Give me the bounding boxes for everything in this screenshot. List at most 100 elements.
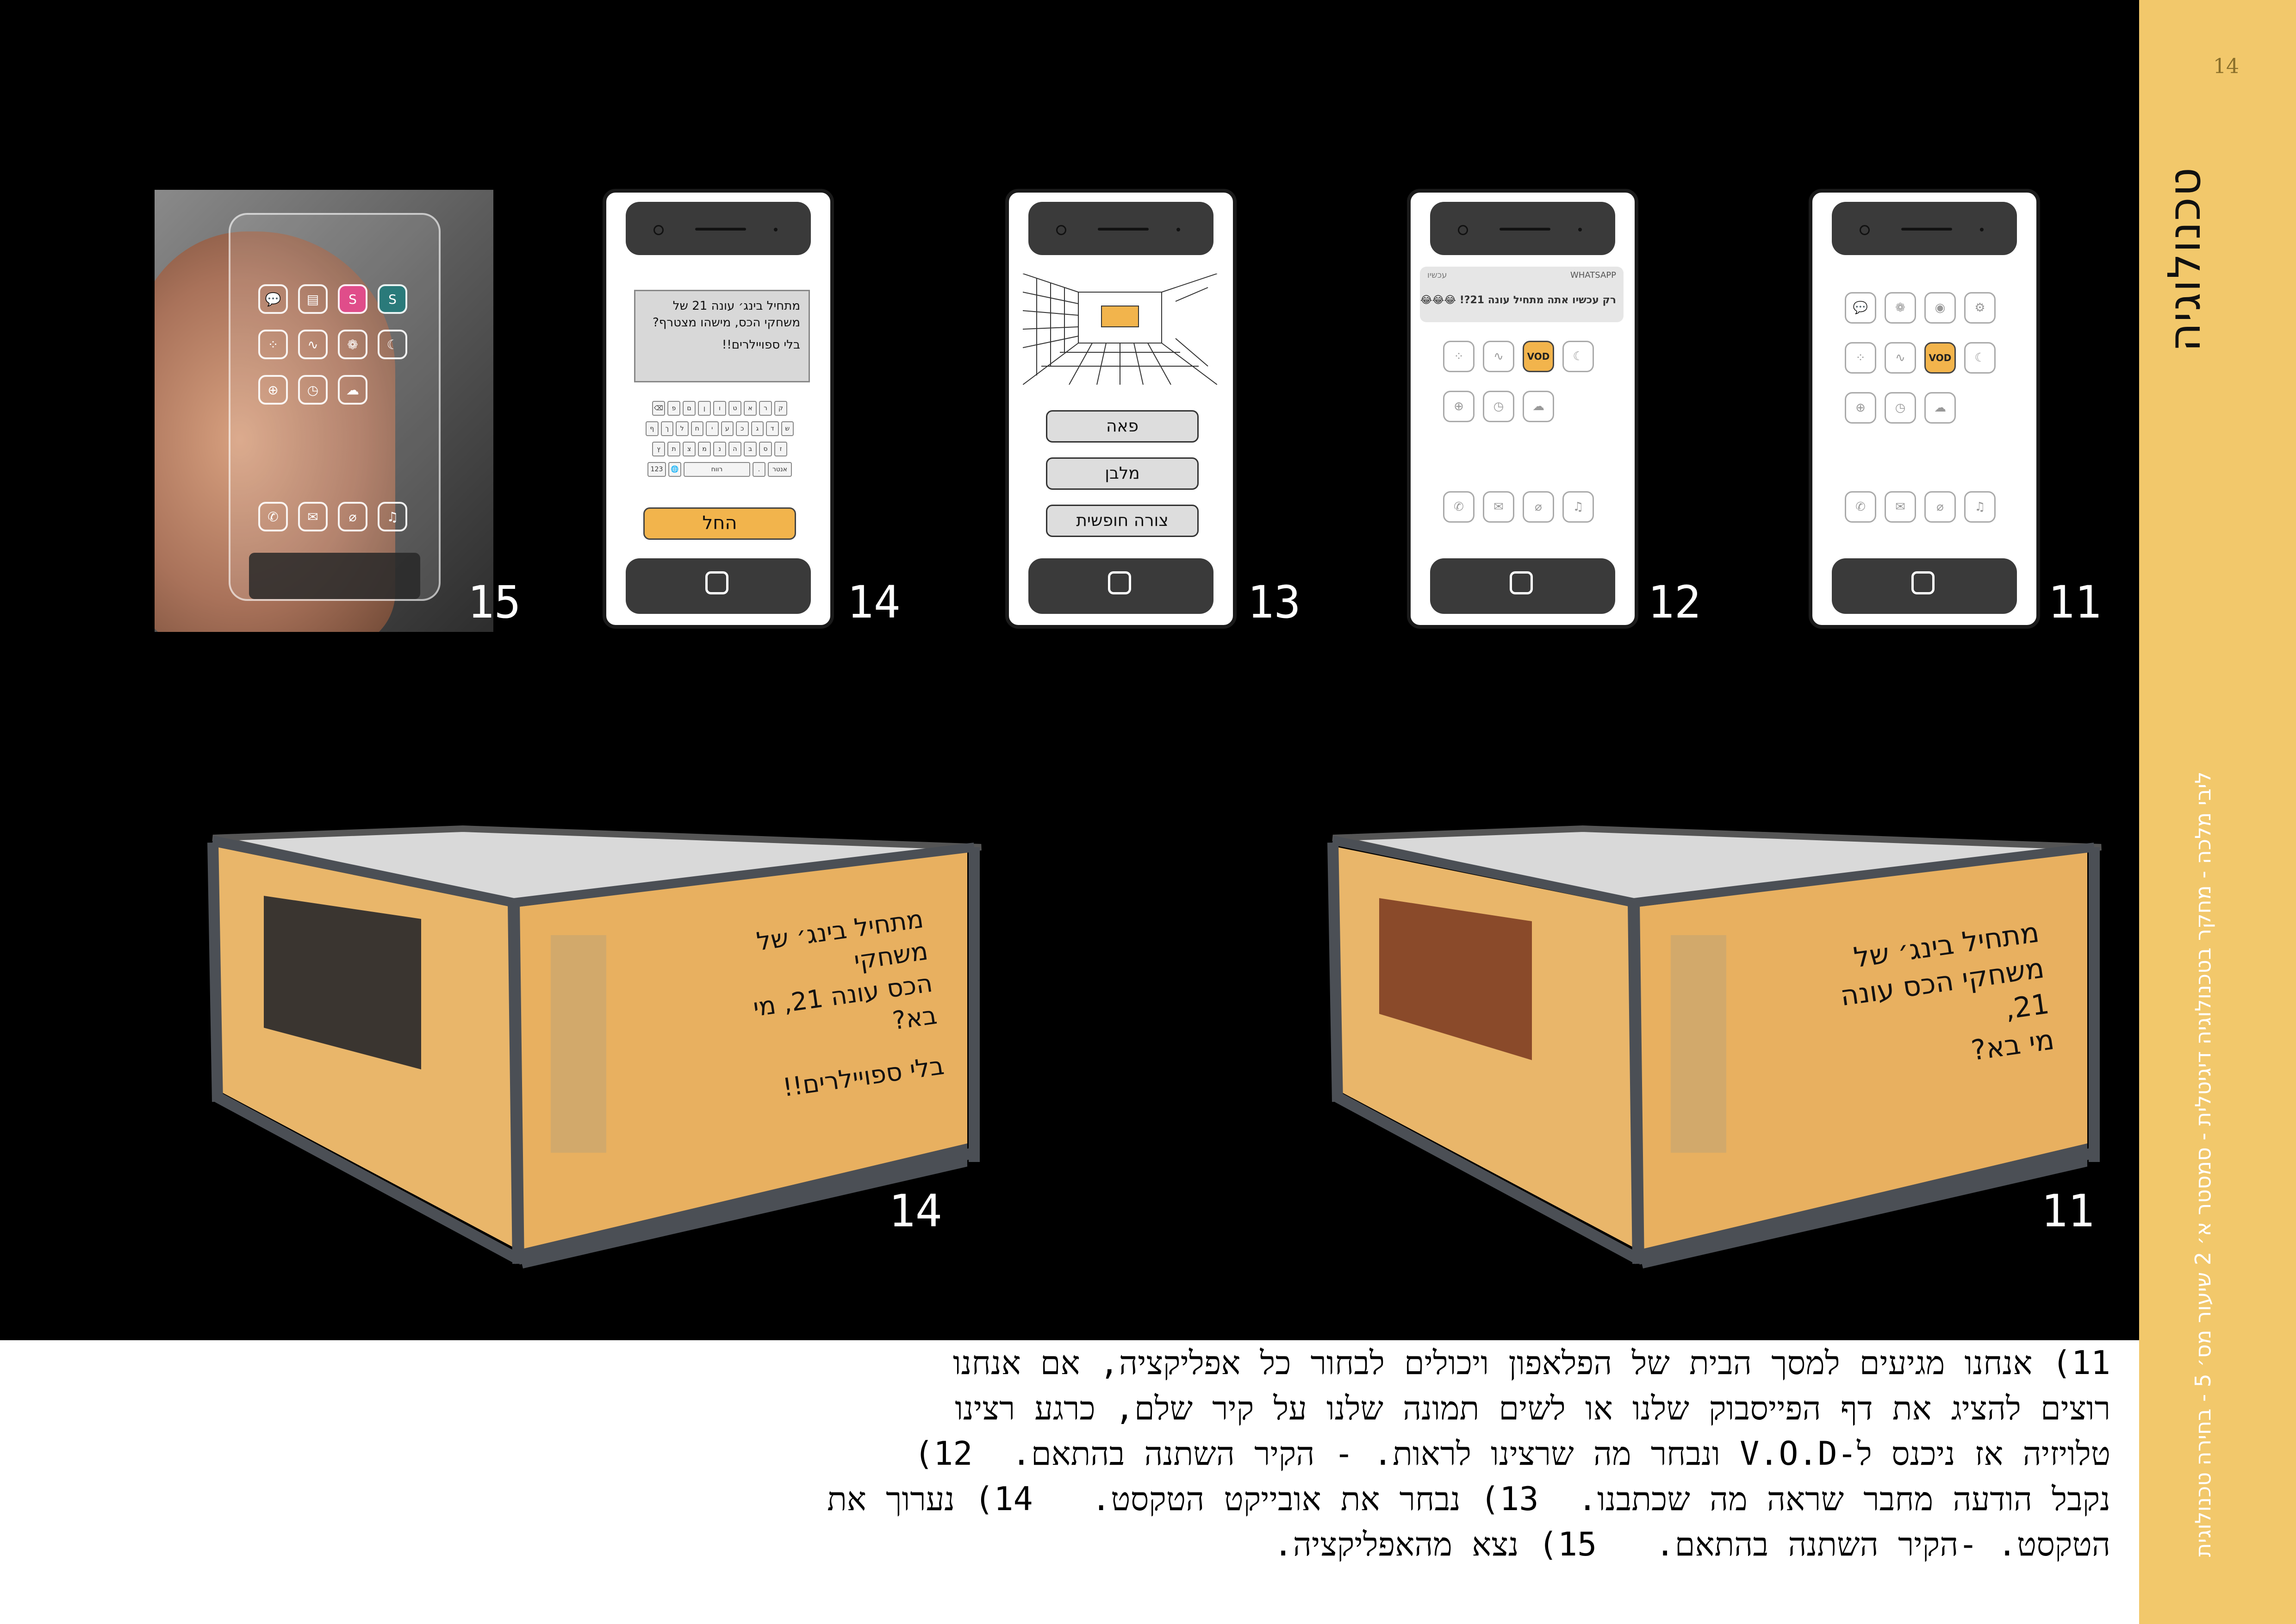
space-key[interactable]: רווח bbox=[684, 462, 750, 477]
keyboard-row-4: 123 🌐 רווח . אנטר bbox=[646, 462, 794, 477]
moon-app-icon[interactable]: ☾ bbox=[1562, 341, 1594, 372]
home-button-icon[interactable] bbox=[1510, 571, 1533, 594]
home-button-icon[interactable] bbox=[1108, 571, 1131, 594]
enter-key[interactable]: אנטר bbox=[768, 462, 792, 477]
key[interactable]: ע bbox=[721, 421, 734, 436]
dock-icons: ✆ ✉ ⌀ ♫ bbox=[1443, 491, 1596, 523]
period-key[interactable]: . bbox=[753, 462, 765, 477]
mail-icon: ✉ bbox=[298, 502, 328, 531]
stocks-app-icon[interactable]: ∿ bbox=[1483, 341, 1514, 372]
phone-step-14: מתחיל בינג׳ עונה 21 של משחקי הכס, מישהו … bbox=[603, 189, 834, 629]
weather-app-icon[interactable]: ☁ bbox=[1924, 392, 1956, 424]
key[interactable]: ר bbox=[759, 401, 772, 416]
facetime-app-icon[interactable]: ⊕ bbox=[1845, 392, 1876, 424]
moon-app-icon[interactable]: ☾ bbox=[1964, 342, 1996, 374]
phone-bottom-bar bbox=[1832, 558, 2017, 614]
photos-app-icon[interactable]: ❁ bbox=[1885, 292, 1916, 324]
key[interactable]: א bbox=[744, 401, 757, 416]
phone-app-icon[interactable]: ✆ bbox=[1845, 491, 1876, 523]
stocks-app-icon[interactable]: ∿ bbox=[1885, 342, 1916, 374]
mail-app-icon[interactable]: ✉ bbox=[1483, 491, 1514, 523]
key[interactable]: מ bbox=[698, 442, 711, 456]
key[interactable]: ג bbox=[751, 421, 764, 436]
key[interactable]: צ bbox=[683, 442, 696, 456]
app-s-icon: S bbox=[378, 284, 407, 314]
calculator-app-icon[interactable]: ⁘ bbox=[1443, 341, 1475, 372]
notification-app-name: WHATSAPP bbox=[1570, 270, 1616, 280]
sensor-icon bbox=[1176, 228, 1180, 231]
description-paragraph: 11) אנחנו מגיעים למסך הבית של הפלאפון וי… bbox=[827, 1344, 2110, 1563]
phone-app-icon[interactable]: ✆ bbox=[1443, 491, 1475, 523]
key[interactable]: ז bbox=[774, 442, 787, 456]
step-number-14: 14 bbox=[847, 576, 901, 628]
safari-app-icon[interactable]: ⌀ bbox=[1523, 491, 1554, 523]
key[interactable]: ת bbox=[667, 442, 680, 456]
phone-top-bar bbox=[1832, 202, 2017, 255]
key[interactable]: ב bbox=[744, 442, 757, 456]
key[interactable]: ה bbox=[728, 442, 741, 456]
phone-top-bar bbox=[626, 202, 811, 255]
key[interactable]: ם bbox=[683, 401, 696, 416]
key[interactable]: ף bbox=[646, 421, 659, 436]
key[interactable]: י bbox=[706, 421, 719, 436]
room14-wall-text: מתחיל בינג׳ של משחקי הכס עונה 21, מי בא?… bbox=[715, 903, 946, 1111]
sidebar-title: טכנולוגיה bbox=[2159, 166, 2210, 352]
globe-key-icon[interactable]: 🌐 bbox=[668, 462, 681, 477]
key[interactable]: פ bbox=[667, 401, 680, 416]
clock-app-icon[interactable]: ◷ bbox=[1483, 391, 1514, 422]
mail-app-icon[interactable]: ✉ bbox=[1885, 491, 1916, 523]
option-frame-button[interactable]: פאה bbox=[1046, 410, 1199, 443]
phone-bottom-bar bbox=[1430, 558, 1615, 614]
photos-icon: ❁ bbox=[338, 330, 367, 359]
keyboard-row-2: ף ך ל ח י ע כ ג ד ש bbox=[646, 421, 794, 436]
room-render-14 bbox=[207, 825, 982, 1268]
vod-app-icon[interactable]: VOD bbox=[1523, 341, 1554, 372]
key[interactable]: ק bbox=[774, 401, 787, 416]
facetime-icon: ⊕ bbox=[258, 375, 288, 405]
keyboard: ⌫ פ ם ן ו ט א ר ק ף ך ל ח י ע כ ג ד ש bbox=[646, 401, 794, 482]
camera-icon bbox=[1056, 225, 1066, 235]
speaker-icon bbox=[1500, 228, 1550, 231]
safari-app-icon[interactable]: ⌀ bbox=[1924, 491, 1956, 523]
music-app-icon[interactable]: ♫ bbox=[1964, 491, 1996, 523]
key[interactable]: ך bbox=[660, 421, 673, 436]
key[interactable]: ח bbox=[691, 421, 703, 436]
key[interactable]: כ bbox=[736, 421, 749, 436]
key[interactable]: ן bbox=[698, 401, 711, 416]
key[interactable]: ל bbox=[676, 421, 689, 436]
sensor-icon bbox=[774, 228, 778, 231]
key[interactable]: ש bbox=[781, 421, 794, 436]
clock-app-icon[interactable]: ◷ bbox=[1885, 392, 1916, 424]
whatsapp-notification[interactable]: WHATSAPP עכשיו רק עכשיו אתה מתחיל עונה 2… bbox=[1420, 267, 1624, 322]
text-edit-box[interactable]: מתחיל בינג׳ עונה 21 של משחקי הכס, מישהו … bbox=[634, 290, 810, 382]
settings-app-icon[interactable]: ⚙ bbox=[1964, 292, 1996, 324]
option-rectangle-button[interactable]: מלבן bbox=[1046, 457, 1199, 490]
key[interactable]: ט bbox=[728, 401, 741, 416]
app-icon-grid: 💬 ❁ ◉ ⚙ ⁘ ∿ VOD ☾ ⊕ ◷ ☁ bbox=[1845, 292, 1997, 424]
key[interactable]: ד bbox=[766, 421, 779, 436]
option-freeform-button[interactable]: צורה חופשית bbox=[1046, 505, 1199, 537]
phone-step-11: 💬 ❁ ◉ ⚙ ⁘ ∿ VOD ☾ ⊕ ◷ ☁ ✆ ✉ ⌀ ♫ bbox=[1809, 189, 2040, 629]
key[interactable]: ס bbox=[759, 442, 772, 456]
glass-phone: 💬 ▤ S S ⁘ ∿ ❁ ☾ ⊕ ◷ ☁ ✆ ✉ ⌀ ♫ bbox=[229, 213, 441, 601]
key[interactable]: ץ bbox=[652, 442, 665, 456]
key[interactable]: נ bbox=[713, 442, 726, 456]
calendar-icon: ▤ bbox=[298, 284, 328, 314]
facetime-app-icon[interactable]: ⊕ bbox=[1443, 391, 1475, 422]
home-button-icon[interactable] bbox=[705, 571, 728, 594]
messages-app-icon[interactable]: 💬 bbox=[1845, 292, 1876, 324]
vod-app-icon[interactable]: VOD bbox=[1924, 342, 1956, 374]
camera-icon bbox=[653, 225, 664, 235]
step-number-room-14: 14 bbox=[889, 1185, 942, 1237]
music-app-icon[interactable]: ♫ bbox=[1562, 491, 1594, 523]
home-button-icon[interactable] bbox=[1911, 571, 1935, 594]
calculator-app-icon[interactable]: ⁘ bbox=[1845, 342, 1876, 374]
clock-icon: ◷ bbox=[298, 375, 328, 405]
key[interactable]: ⌫ bbox=[652, 401, 665, 416]
numbers-key[interactable]: 123 bbox=[647, 462, 666, 477]
camera-app-icon[interactable]: ◉ bbox=[1924, 292, 1956, 324]
weather-app-icon[interactable]: ☁ bbox=[1523, 391, 1554, 422]
apply-button[interactable]: החל bbox=[643, 507, 796, 540]
key[interactable]: ו bbox=[713, 401, 726, 416]
moon-icon: ☾ bbox=[378, 330, 407, 359]
